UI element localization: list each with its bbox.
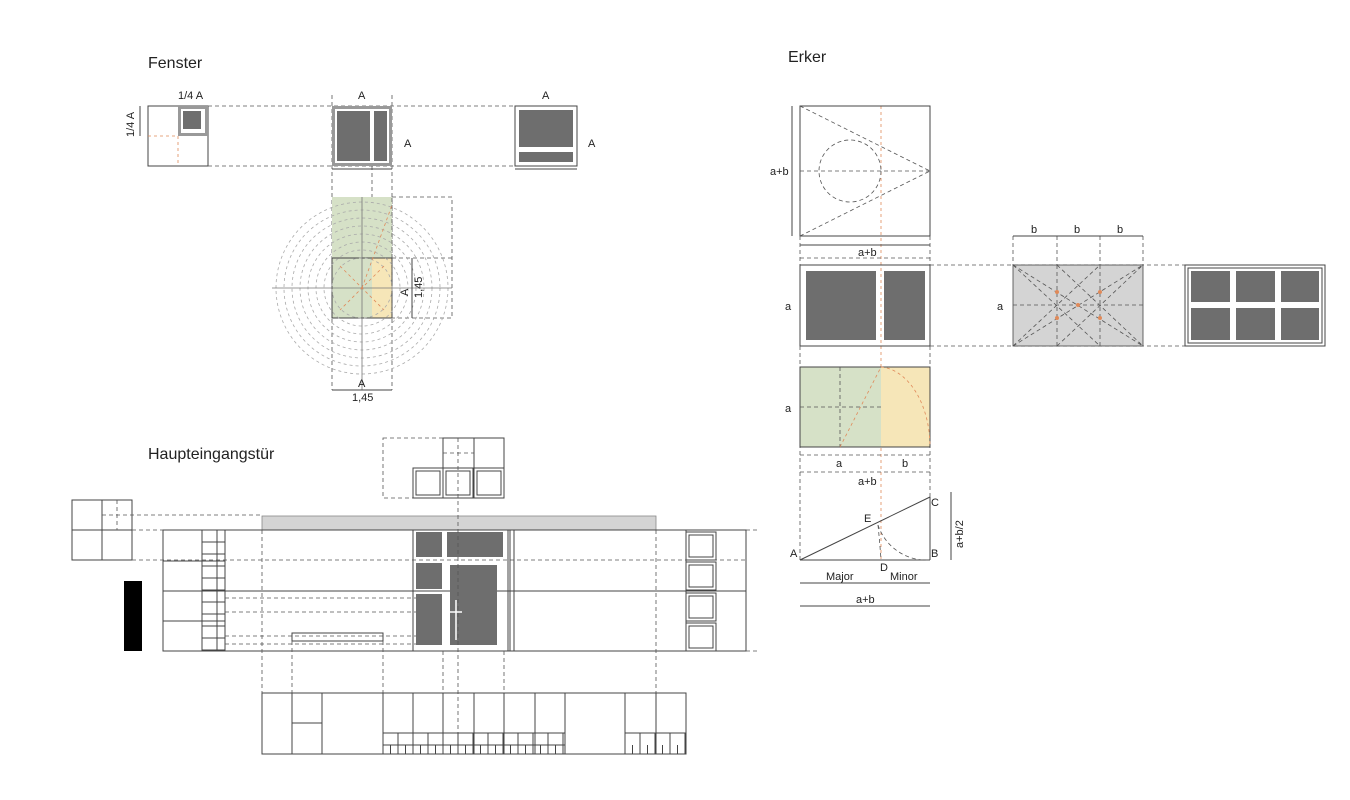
fenster-section: Fenster 1/4 A 1/4 A A A: [125, 55, 596, 404]
label-golden-a: a: [785, 403, 792, 415]
fenster-title: Fenster: [148, 55, 203, 72]
label-height: a+b/2: [954, 520, 966, 548]
erker-window-six-pane: [1184, 264, 1326, 347]
erker-top-square: a+b a+b: [770, 105, 931, 265]
label-a-right-side: A: [588, 138, 596, 150]
golden-section-triangle: A B C D E a+b/2 Major Minor a+b: [790, 492, 966, 607]
erker-window-two-pane: a: [785, 264, 1185, 347]
point-b: B: [931, 548, 938, 560]
label-under-top: a+b: [858, 247, 877, 259]
dim-vertical-a: A: [399, 288, 411, 296]
erker-grid-construction: b b b a: [997, 224, 1144, 347]
label-b3: b: [1117, 224, 1123, 236]
label-a-mid-side: A: [404, 138, 412, 150]
vertical-projection-lines: [261, 438, 657, 754]
label-b1: b: [1031, 224, 1037, 236]
erker-section: Erker a+b a+b a: [770, 49, 1326, 607]
facade-elevation: [132, 529, 760, 652]
bottom-plan: [261, 692, 687, 755]
label-grid-a: a: [997, 301, 1004, 313]
top-plan-module: [382, 437, 505, 499]
label-major: Major: [826, 571, 854, 583]
point-c: C: [931, 497, 939, 509]
erker-title: Erker: [788, 49, 827, 66]
label-under-a: a: [836, 458, 843, 470]
window-a-transom: A A: [514, 90, 596, 170]
point-d: D: [880, 562, 888, 574]
right-window-column: [685, 529, 747, 652]
dim-bottom-value: 1,45: [352, 392, 373, 404]
quarter-window-diagram: 1/4 A 1/4 A: [125, 90, 209, 167]
label-window-a: a: [785, 301, 792, 313]
haupteingang-section: Haupteingangstür: [71, 437, 760, 755]
point-e: E: [864, 513, 871, 525]
label-a-right-top: A: [542, 90, 550, 102]
label-quarter-side: 1/4 A: [125, 111, 137, 137]
label-a-mid-top: A: [358, 90, 366, 102]
label-b2: b: [1074, 224, 1080, 236]
label-quarter-top: 1/4 A: [178, 90, 204, 102]
label-under-b: b: [902, 458, 908, 470]
canopy: [261, 515, 657, 531]
bench: [291, 632, 384, 642]
label-top-ab: a+b: [770, 166, 789, 178]
label-under-ab: a+b: [858, 476, 877, 488]
label-minor: Minor: [890, 571, 918, 583]
erker-golden-rectangle: a a b a+b: [785, 346, 931, 560]
window-a-two-pane: A A: [332, 90, 412, 170]
dim-bottom-a: A: [358, 378, 366, 390]
black-bar: [124, 581, 142, 651]
label-total: a+b: [856, 594, 875, 606]
haupteingang-title: Haupteingangstür: [148, 446, 275, 463]
dim-vertical-value: 1,45: [413, 277, 425, 298]
proportion-construction: A 1,45 A 1,45: [272, 196, 453, 404]
point-a: A: [790, 548, 798, 560]
